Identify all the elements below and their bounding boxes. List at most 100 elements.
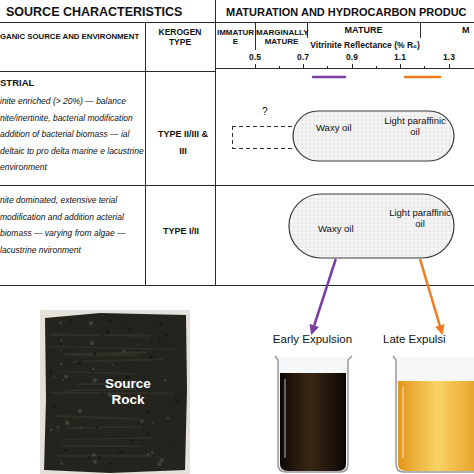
- column-header: IMMATURE: [216, 28, 255, 46]
- rock-speckle: [60, 342, 63, 345]
- table-rule: [0, 285, 474, 286]
- table-rule: [0, 71, 215, 72]
- rock-speckle: [108, 393, 112, 397]
- rock-speckle: [93, 378, 97, 382]
- rock-speckle: [158, 340, 161, 343]
- beaker-outline: [393, 356, 474, 472]
- rock-speckle: [159, 323, 162, 326]
- rock-speckle: [166, 334, 168, 336]
- rock-speckle: [65, 421, 69, 425]
- column-header: MARGINALLY MATURE: [256, 28, 307, 46]
- dashed-onset-line: [232, 148, 292, 149]
- table-rule: [0, 22, 474, 23]
- rock-lamina: [49, 335, 150, 336]
- oil-type: Light paraffinic oil: [384, 116, 446, 138]
- rock-speckle: [89, 321, 93, 325]
- rock-speckle: [84, 371, 85, 372]
- rock-speckle: [49, 371, 52, 374]
- rock-speckle: [105, 330, 109, 334]
- photo-label: Source Rock: [95, 376, 161, 408]
- rock-speckle: [128, 327, 131, 330]
- capsule-shape: [288, 193, 455, 259]
- rock-speckle: [150, 355, 153, 358]
- major-tick: [400, 64, 401, 68]
- beaker-glass: [278, 357, 348, 472]
- oil-beaker: Late Expulsi: [380, 333, 474, 474]
- rock-speckle: [125, 459, 127, 461]
- rock-lamina: [68, 427, 137, 429]
- rock-speckle: [93, 352, 97, 356]
- oil-sample: [398, 381, 474, 471]
- rock-speckle: [164, 379, 167, 382]
- rock-speckle: [146, 432, 149, 435]
- minor-tick: [279, 66, 280, 68]
- table-rule: [255, 22, 256, 50]
- rock-speckle: [79, 440, 81, 442]
- rock-speckle: [79, 426, 81, 428]
- row-description: inite enriched (> 20%) — balance nite/in…: [0, 93, 146, 176]
- oil-type: Waxy oil: [316, 123, 352, 134]
- axis-title: Vitrinite Reflectance (% R₀): [290, 41, 440, 51]
- photo-background: [40, 310, 190, 474]
- dashed-onset-line: [232, 126, 233, 148]
- table-rule: [420, 22, 421, 38]
- rock-speckle: [166, 358, 167, 359]
- rock-speckle: [137, 344, 139, 346]
- rock-speckle: [109, 462, 112, 465]
- uncertain-onset: [232, 126, 292, 149]
- rock-speckle: [68, 367, 69, 368]
- late-range-underline: [405, 76, 440, 79]
- maturity-window: Waxy oil Light paraffinic oil: [292, 110, 455, 162]
- column-header: KEROGEN TYPE: [147, 28, 213, 48]
- kerogen-type: TYPE I/II: [150, 226, 212, 236]
- major-tick: [255, 64, 256, 68]
- rock-speckle: [59, 322, 62, 325]
- rock-speckle: [57, 426, 60, 429]
- rock-speckle: [119, 450, 122, 453]
- rock-speckle: [138, 422, 139, 423]
- rock-lamina: [50, 347, 177, 350]
- reflectance-scale: [215, 64, 474, 69]
- oil-sample: [280, 373, 346, 471]
- rock-speckle: [140, 419, 143, 422]
- rock-speckle: [112, 364, 114, 366]
- rock-speckle: [167, 417, 170, 420]
- rock-speckle: [157, 462, 161, 466]
- rock-speckle: [93, 460, 97, 464]
- rock-lamina: [64, 352, 146, 354]
- column-header: MATURE: [307, 25, 420, 35]
- rock-speckle: [138, 426, 140, 428]
- axis-tick: 0.7: [288, 53, 318, 63]
- beaker-label: Early Expulsion: [250, 333, 375, 346]
- rock-sample: [44, 313, 187, 473]
- beaker-glass: [396, 357, 474, 472]
- rock-speckle: [86, 390, 87, 391]
- major-tick: [303, 64, 304, 68]
- capsule-outline: [289, 194, 454, 258]
- rock-speckle: [175, 399, 178, 402]
- rock-speckle: [70, 319, 73, 322]
- table-rule: [0, 185, 474, 186]
- rock-lamina: [56, 416, 138, 419]
- beaker-label: Late Expulsi: [383, 333, 446, 346]
- rock-speckle: [64, 449, 67, 452]
- rock-speckle: [60, 462, 63, 465]
- rock-speckle: [146, 338, 148, 340]
- axis-tick: 0.9: [337, 53, 367, 63]
- minor-tick: [424, 66, 425, 68]
- rock-speckle: [152, 422, 154, 424]
- rock-lamina: [58, 455, 152, 457]
- capsule-texture: [293, 111, 454, 161]
- rock-speckle: [61, 370, 62, 371]
- rock-speckle: [60, 350, 61, 351]
- rock-speckle: [119, 326, 122, 329]
- rock-speckle: [60, 363, 63, 366]
- table-rule: [145, 22, 146, 285]
- rock-speckle: [146, 411, 149, 414]
- table-lines: [0, 0, 474, 286]
- beaker-shape: [380, 333, 474, 474]
- rock-speckle: [90, 341, 94, 345]
- rock-speckle: [50, 428, 53, 431]
- rock-speckle: [98, 455, 102, 459]
- rock-speckle: [101, 334, 104, 337]
